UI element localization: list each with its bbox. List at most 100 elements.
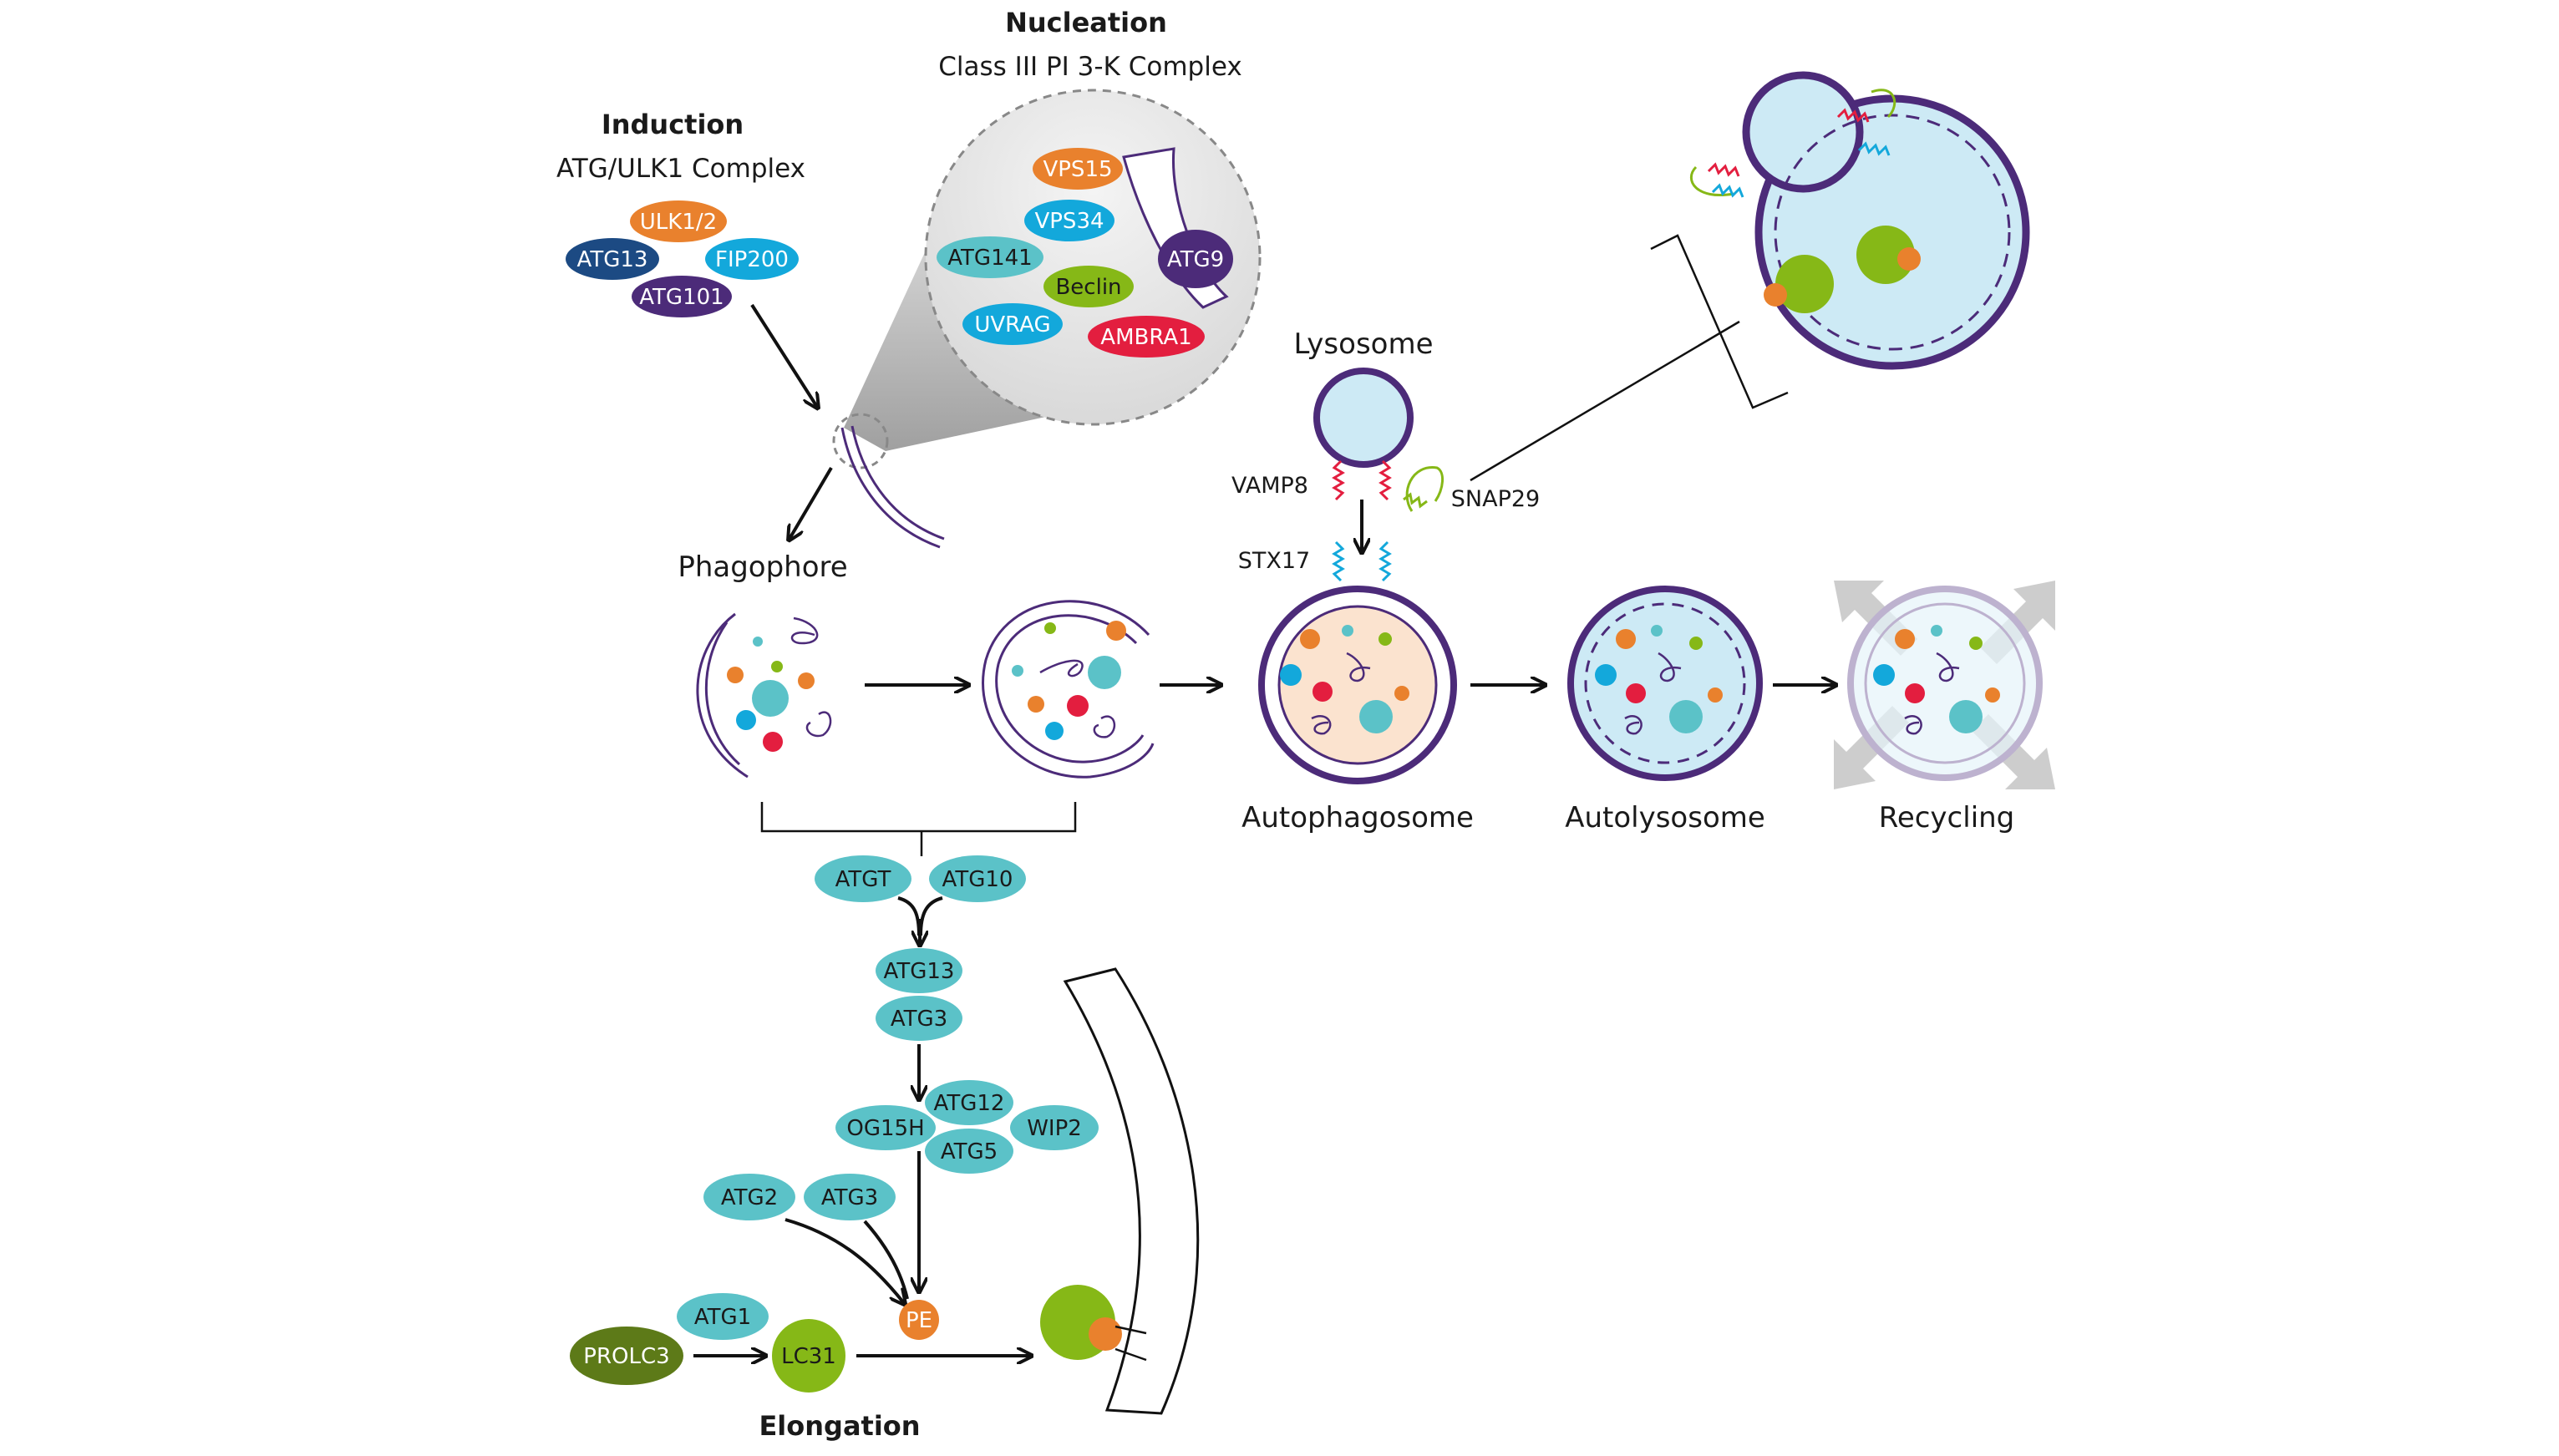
atg3b-label: ATG3 xyxy=(821,1185,878,1210)
vps15-pill: VPS15 xyxy=(1033,148,1123,190)
stx17-snares xyxy=(1332,540,1392,582)
induction-section: Induction ATG/ULK1 Complex ULK1/2 ATG13 … xyxy=(556,109,817,407)
fusion-orange-dot-left xyxy=(1764,283,1787,307)
fusion-snare-complex-right xyxy=(1836,89,1896,156)
induction-title: Induction xyxy=(602,109,744,140)
vamp8-label: VAMP8 xyxy=(1231,473,1308,499)
atg3-label: ATG3 xyxy=(891,1007,947,1032)
vps34-pill: VPS34 xyxy=(1024,200,1114,241)
ulk-label: ULK1/2 xyxy=(640,210,717,235)
atg5-label: ATG5 xyxy=(941,1139,998,1164)
closing-cargo xyxy=(1012,621,1126,740)
snap29-label: SNAP29 xyxy=(1451,486,1540,512)
fusion-budding-vesicle xyxy=(1742,71,1864,193)
lysosome-label: Lysosome xyxy=(1293,327,1433,361)
induction-subtitle: ATG/ULK1 Complex xyxy=(556,154,805,184)
atg1-pill: ATG1 xyxy=(677,1293,769,1340)
atg141-label: ATG141 xyxy=(947,246,1032,271)
atg3b-to-pe-line xyxy=(863,1220,909,1300)
elongation-section: ATGT ATG10 ATG13 ATG3 ATG12 OG15H WIP2 xyxy=(570,855,1200,1442)
autolysosome-cargo xyxy=(1595,625,1723,735)
snap29-snare xyxy=(1403,466,1444,512)
atg141-pill: ATG141 xyxy=(937,236,1043,278)
early-membrane-outer xyxy=(850,425,945,540)
wip2-label: WIP2 xyxy=(1027,1116,1082,1141)
beclin-label: Beclin xyxy=(1055,275,1121,300)
closing-phagophore xyxy=(982,600,1155,779)
elongating-membrane xyxy=(1063,967,1200,1415)
atgt-label: ATGT xyxy=(835,867,891,892)
fusion-zoom-inset xyxy=(1650,71,2030,409)
pe-orange-dot xyxy=(1089,1317,1122,1351)
nucleation-title: Nucleation xyxy=(1005,7,1167,38)
closing-membrane-outer xyxy=(982,600,1155,779)
prolc3-label: PROLC3 xyxy=(583,1344,669,1369)
autophagosome-stage: Autophagosome xyxy=(1241,586,1474,835)
pe-label: PE xyxy=(906,1308,932,1333)
fusion-zoom-bracket xyxy=(1650,234,1789,409)
atg3b-pill: ATG3 xyxy=(804,1174,896,1220)
elongation-title: Elongation xyxy=(759,1410,920,1442)
atg101-label: ATG101 xyxy=(639,285,724,310)
recycling-inner-ring xyxy=(1864,602,2026,764)
atg101-pill: ATG101 xyxy=(632,276,732,317)
atg12-label: ATG12 xyxy=(934,1091,1005,1116)
atg12-pill: ATG12 xyxy=(925,1080,1013,1125)
fusion-inner-dashed xyxy=(1774,114,2011,351)
beclin-pill: Beclin xyxy=(1043,266,1134,307)
vps34-label: VPS34 xyxy=(1034,209,1104,234)
closing-membrane-inner xyxy=(995,614,1145,764)
ambra1-pill: AMBRA1 xyxy=(1088,316,1205,358)
atg10-pill: ATG10 xyxy=(929,855,1026,902)
atg13-elongation-pill: ATG13 xyxy=(876,948,962,993)
prolc3-pill: PROLC3 xyxy=(570,1327,683,1385)
autolysosome-inner-dashed xyxy=(1584,602,1746,764)
fusion-green-blob-right xyxy=(1856,226,1915,284)
atg1-label: ATG1 xyxy=(694,1305,751,1330)
membrane-anchor-lines xyxy=(1114,1325,1147,1362)
lc31-label: LC31 xyxy=(781,1344,836,1369)
fip200-pill: FIP200 xyxy=(705,238,799,280)
induction-arrow xyxy=(750,303,817,407)
phagophore-membrane-outer xyxy=(696,612,749,779)
atg5-pill: ATG5 xyxy=(925,1129,1013,1174)
ulk-pill: ULK1/2 xyxy=(630,200,727,242)
nucleation-subtitle: Class III PI 3-K Complex xyxy=(938,52,1241,82)
wip2-pill: WIP2 xyxy=(1010,1105,1099,1150)
atg13-induction-pill: ATG13 xyxy=(566,238,659,280)
uvrag-pill: UVRAG xyxy=(962,303,1063,345)
lc31-pill: LC31 xyxy=(772,1319,845,1393)
to-phagophore-arrow xyxy=(790,466,833,539)
stx17-label: STX17 xyxy=(1238,548,1310,574)
phagophore-label: Phagophore xyxy=(678,550,847,584)
phagophore-cargo xyxy=(727,616,832,752)
autophagosome-label: Autophagosome xyxy=(1241,801,1474,835)
vamp8-snares xyxy=(1332,459,1392,501)
autophagosome-cargo xyxy=(1280,625,1409,735)
fusion-snare-complex-left xyxy=(1690,162,1744,198)
fusion-orange-dot-right xyxy=(1897,247,1921,271)
atgt-pill: ATGT xyxy=(815,855,911,902)
uvrag-label: UVRAG xyxy=(974,312,1050,337)
atg13-induction-label: ATG13 xyxy=(577,247,648,272)
nucleation-section: Nucleation Class III PI 3-K Complex VPS1… xyxy=(832,7,1262,549)
autophagosome-inner-membrane xyxy=(1277,605,1438,765)
phagophore-membrane-inner xyxy=(704,621,741,766)
zoom-origin-circle xyxy=(832,413,889,469)
pe-pill: PE xyxy=(899,1300,939,1340)
fip200-label: FIP200 xyxy=(715,247,789,272)
early-membrane-inner xyxy=(840,427,941,549)
vps15-label: VPS15 xyxy=(1043,157,1112,182)
lysosome-vesicle xyxy=(1313,368,1414,468)
atg3-pill: ATG3 xyxy=(876,996,962,1041)
autolysosome-label: Autolysosome xyxy=(1565,801,1765,835)
phagophore-bracket xyxy=(760,802,1077,856)
atg2-pill: ATG2 xyxy=(703,1174,795,1220)
recycling-label: Recycling xyxy=(1879,801,2015,835)
atg9-pill: ATG9 xyxy=(1158,230,1233,288)
og15h-pill: OG15H xyxy=(835,1105,936,1150)
atg13-elongation-label: ATG13 xyxy=(884,959,955,984)
atg9-label: ATG9 xyxy=(1167,247,1224,272)
fusion-green-blob-left xyxy=(1775,255,1834,313)
